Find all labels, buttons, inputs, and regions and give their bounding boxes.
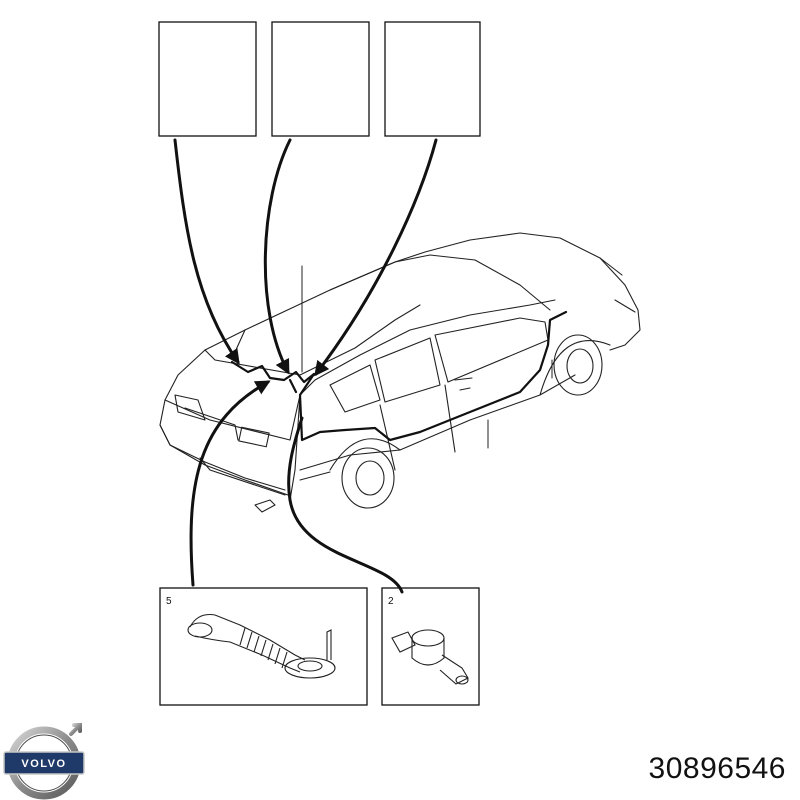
volvo-logo-text: VOLVO — [21, 758, 66, 770]
washer-hose-route — [230, 310, 568, 442]
callout-number-5: 5 — [166, 596, 172, 607]
callout-box-top-left — [158, 21, 257, 137]
volvo-logo: VOLVO — [3, 723, 85, 800]
callout-box-5: 5 — [159, 587, 368, 706]
leader-arrows-bottom — [189, 380, 404, 594]
check-valve-part-icon — [391, 629, 469, 685]
callout-box-top-right — [384, 21, 481, 137]
callout-box-top-middle — [271, 21, 370, 137]
leader-arrows-top — [173, 138, 438, 377]
part-number: 30896546 — [648, 752, 786, 785]
grommet-hose-part-icon — [187, 613, 336, 679]
car-illustration — [159, 232, 641, 513]
callout-number-2: 2 — [388, 596, 394, 607]
callout-box-2: 2 — [381, 587, 480, 706]
